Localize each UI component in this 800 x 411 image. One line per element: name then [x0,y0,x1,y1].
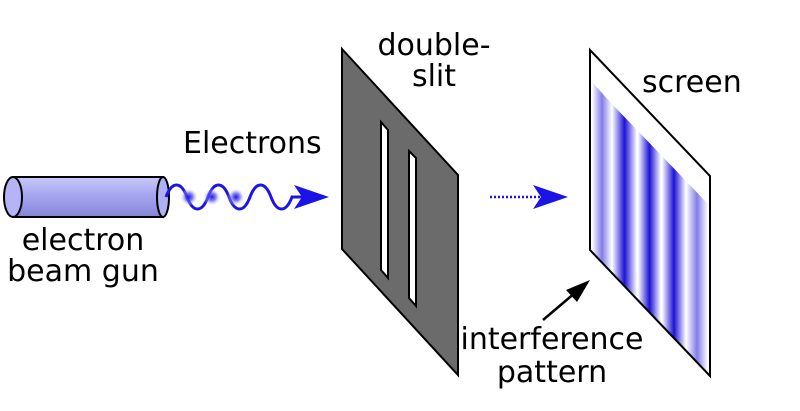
pattern-label-line1: interference [460,322,644,357]
slit-label-line2: slit [411,59,457,94]
electrons-label: Electrons [183,126,322,161]
electron-dot [203,188,221,206]
electron-gun-label: electron beam gun [0,225,166,287]
dotted-arrowhead [533,185,568,209]
double-slit-label: double- slit [362,30,506,92]
electron-wave [164,183,329,211]
slit-lower [408,148,417,309]
slit-label-line1: double- [377,28,491,63]
fringe [592,82,612,304]
screen-label: screen [642,65,742,100]
pattern-pointer-arrow [542,280,590,321]
fringe [612,104,637,330]
pattern-label-line2: pattern [496,355,608,390]
beam-arrowhead [294,185,329,209]
fringe [638,131,661,355]
fringe [662,156,686,376]
electron-dot [227,188,245,206]
fringe [686,181,708,376]
electron-gun [3,176,170,218]
screen [589,47,711,379]
gun-label-line2: beam gun [7,254,159,289]
electron-dot [180,188,198,206]
slit-upper [380,119,389,281]
dotted-arrow [490,185,568,209]
gun-label-line1: electron [21,223,145,258]
interference-fringes [592,82,708,376]
double-slit-plate [341,46,459,378]
interference-pattern-label: interference pattern [452,323,652,389]
